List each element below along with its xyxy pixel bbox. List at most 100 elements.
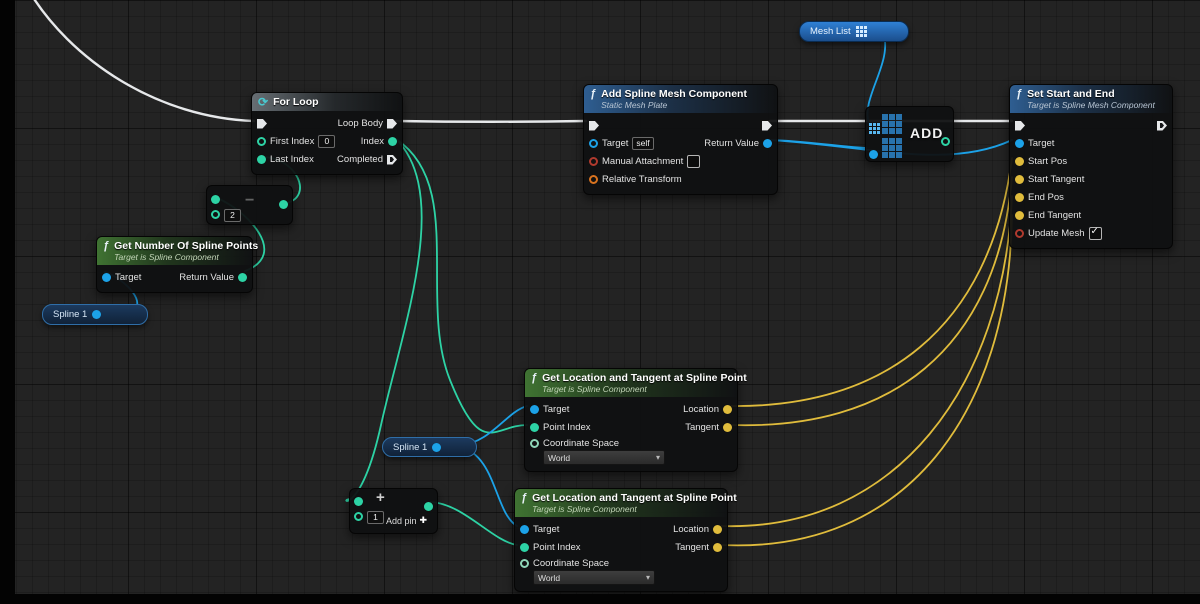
- loop-body-exec-pin[interactable]: [387, 119, 397, 129]
- end-tangent-pin[interactable]: [1015, 211, 1024, 220]
- node-set-start-and-end[interactable]: ƒ Set Start and End Target is Spline Mes…: [1009, 84, 1173, 249]
- last-index-pin[interactable]: [257, 155, 266, 164]
- array-input-pin[interactable]: [869, 123, 880, 134]
- variable-label: Mesh List: [810, 26, 851, 37]
- node-array-add[interactable]: ADD: [865, 106, 954, 162]
- pin-label: Completed: [337, 154, 383, 165]
- node-int-add[interactable]: + 1 Add pin ✚: [349, 488, 438, 534]
- exec-out-pin[interactable]: [762, 121, 772, 131]
- variable-node-spline1-middle[interactable]: Spline 1: [382, 437, 477, 457]
- variable-node-mesh-list[interactable]: Mesh List: [799, 21, 909, 42]
- input-b-pin[interactable]: [354, 512, 363, 521]
- start-pos-pin[interactable]: [1015, 157, 1024, 166]
- tangent-pin[interactable]: [723, 423, 732, 432]
- chevron-down-icon: ▾: [645, 573, 650, 582]
- node-for-loop[interactable]: ⟳ For Loop Loop Body First Index 0 Index…: [251, 92, 403, 175]
- variable-node-spline1-left[interactable]: Spline 1: [42, 304, 148, 325]
- input-a-pin[interactable]: [211, 195, 220, 204]
- completed-exec-pin[interactable]: [387, 155, 397, 165]
- node-int-subtract[interactable]: − 2: [206, 185, 293, 225]
- add-pin-icon[interactable]: ✚: [419, 515, 428, 525]
- tangent-pin[interactable]: [713, 543, 722, 552]
- exec-out-pin[interactable]: [1157, 121, 1167, 131]
- node-header[interactable]: ƒ Get Location and Tangent at Spline Poi…: [515, 489, 737, 517]
- dropdown-value: World: [538, 572, 561, 583]
- index-output-pin[interactable]: [941, 137, 950, 146]
- coordinate-space-pin[interactable]: [520, 558, 529, 568]
- node-subtitle: Target is Spline Mesh Component: [1027, 100, 1155, 110]
- coordinate-space-pin[interactable]: [530, 438, 539, 448]
- target-self-chip[interactable]: self: [632, 137, 654, 150]
- pin-label: Location: [683, 404, 719, 415]
- pin-label: Manual Attachment: [602, 156, 684, 167]
- pin-label: End Pos: [1028, 192, 1064, 203]
- wire-spline1b-target2: [458, 445, 518, 527]
- target-pin[interactable]: [102, 273, 111, 282]
- first-index-pin[interactable]: [257, 137, 266, 146]
- return-value-pin[interactable]: [238, 273, 247, 282]
- return-value-pin[interactable]: [763, 139, 772, 148]
- manual-attachment-pin[interactable]: [589, 157, 598, 166]
- node-header[interactable]: ƒ Get Number Of Spline Points Target is …: [97, 237, 258, 265]
- node-title: Get Location and Tangent at Spline Point: [542, 372, 747, 384]
- output-pin[interactable]: [424, 502, 433, 511]
- location-pin[interactable]: [713, 525, 722, 534]
- node-get-number-of-spline-points[interactable]: ƒ Get Number Of Spline Points Target is …: [96, 236, 258, 293]
- pin-label: Loop Body: [337, 118, 383, 129]
- node-add-spline-mesh-component[interactable]: ƒ Add Spline Mesh Component Static Mesh …: [583, 84, 778, 195]
- exec-in-pin[interactable]: [1015, 121, 1025, 131]
- node-header[interactable]: ƒ Add Spline Mesh Component Static Mesh …: [584, 85, 777, 113]
- function-icon: ƒ: [531, 372, 538, 384]
- input-b-literal[interactable]: 2: [224, 209, 241, 222]
- node-header[interactable]: ƒ Set Start and End Target is Spline Mes…: [1010, 85, 1172, 113]
- pin-label: Start Pos: [1028, 156, 1068, 167]
- update-mesh-pin[interactable]: [1015, 229, 1024, 238]
- pin-label: Target: [115, 272, 142, 283]
- point-index-pin[interactable]: [530, 423, 539, 432]
- input-b-pin[interactable]: [211, 210, 220, 219]
- output-pin[interactable]: [432, 442, 442, 452]
- index-pin[interactable]: [388, 137, 397, 146]
- input-a-pin[interactable]: [354, 497, 363, 506]
- function-icon: ƒ: [103, 240, 110, 252]
- item-input-pin[interactable]: [869, 150, 878, 159]
- node-header[interactable]: ⟳ For Loop: [252, 93, 402, 111]
- start-tangent-pin[interactable]: [1015, 175, 1024, 184]
- node-header[interactable]: ƒ Get Location and Tangent at Spline Poi…: [525, 369, 747, 397]
- variable-label: Spline 1: [393, 441, 428, 453]
- manual-attachment-checkbox[interactable]: [687, 155, 701, 168]
- relative-transform-pin[interactable]: [589, 175, 598, 184]
- variable-label: Spline 1: [53, 309, 88, 320]
- add-pin-label: Add pin: [386, 515, 417, 526]
- exec-in-pin[interactable]: [589, 121, 599, 131]
- update-mesh-checkbox[interactable]: ✓: [1088, 226, 1102, 240]
- target-pin[interactable]: [589, 139, 598, 148]
- location-pin[interactable]: [723, 405, 732, 414]
- node-get-location-tangent-1[interactable]: ƒ Get Location and Tangent at Spline Poi…: [524, 368, 747, 472]
- node-subtitle: Target is Spline Component: [542, 384, 647, 394]
- pin-label: Coordinate Space: [543, 437, 620, 449]
- node-get-location-tangent-2[interactable]: ƒ Get Location and Tangent at Spline Poi…: [514, 488, 737, 592]
- point-index-pin[interactable]: [520, 543, 529, 552]
- end-pos-pin[interactable]: [1015, 193, 1024, 202]
- node-title: ADD: [910, 125, 944, 141]
- coordinate-space-dropdown[interactable]: World ▾: [533, 570, 655, 585]
- pin-label: Location: [673, 524, 709, 535]
- function-icon: ƒ: [590, 88, 597, 100]
- output-pin[interactable]: [92, 310, 102, 319]
- node-title: Add Spline Mesh Component: [601, 88, 747, 100]
- target-pin[interactable]: [530, 405, 539, 414]
- node-title: Get Number Of Spline Points: [114, 240, 259, 252]
- panel-edge-left: [0, 0, 15, 604]
- target-pin[interactable]: [520, 525, 529, 534]
- array-watermark-icon: [882, 138, 902, 158]
- coordinate-space-dropdown[interactable]: World ▾: [543, 450, 665, 465]
- operator-watermark: −: [245, 192, 255, 209]
- output-pin[interactable]: [279, 200, 288, 209]
- first-index-input[interactable]: 0: [318, 135, 336, 148]
- exec-in-pin[interactable]: [257, 119, 267, 129]
- array-pin-icon[interactable]: [855, 26, 867, 37]
- input-b-literal[interactable]: 1: [367, 511, 384, 524]
- target-pin[interactable]: [1015, 139, 1024, 148]
